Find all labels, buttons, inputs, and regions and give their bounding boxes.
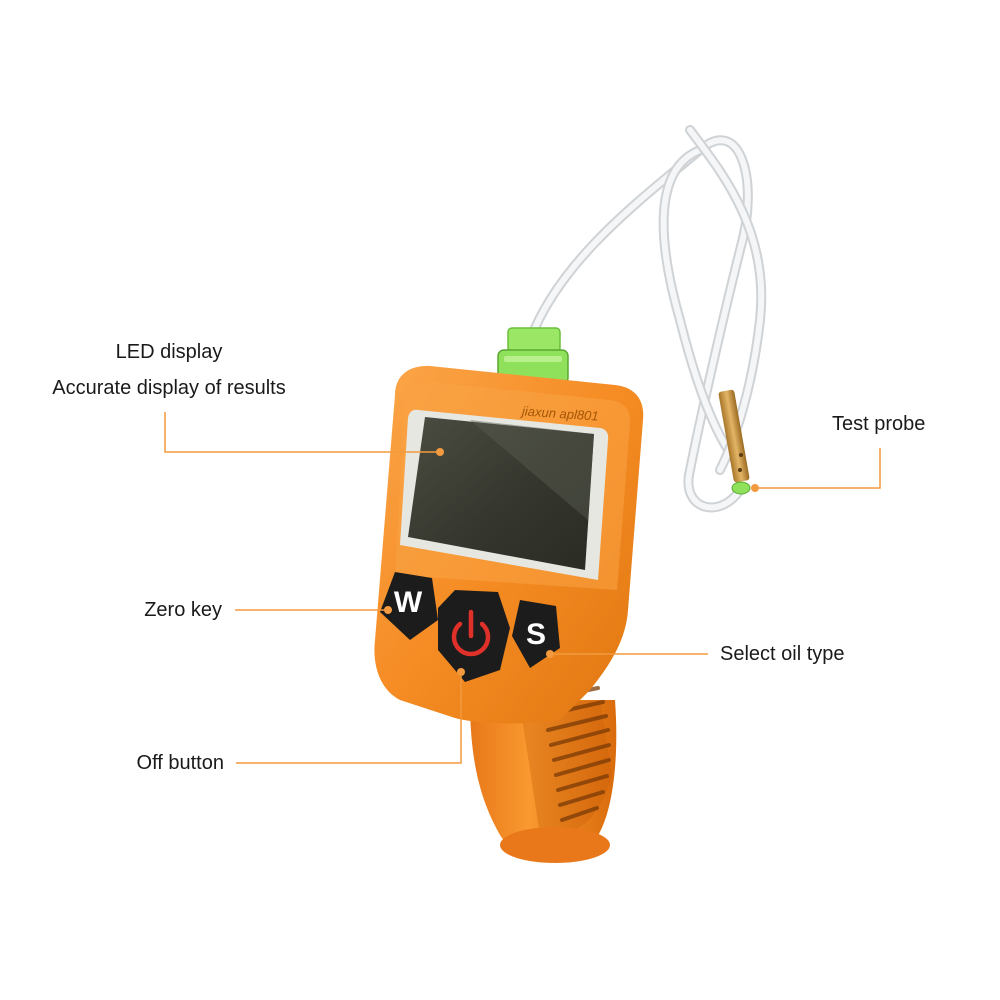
off-button-callout-line <box>236 672 462 764</box>
off-button-callout-dot <box>457 668 465 676</box>
power-icon <box>451 609 491 657</box>
w-key-label: W <box>394 586 423 619</box>
led-display-callout-dot <box>436 448 444 456</box>
callout-dots <box>384 448 759 676</box>
led-display-callout-line <box>164 412 440 453</box>
test-probe-callout-line <box>755 448 881 489</box>
test-probe <box>718 389 751 495</box>
zero-key-button[interactable]: W <box>380 572 438 640</box>
brand-text: jiaxun apl801 <box>520 403 599 423</box>
led-display-label: LED display <box>115 341 223 363</box>
s-key-label: S <box>526 618 546 651</box>
zero-key-callout-dot <box>384 606 392 614</box>
off-button[interactable] <box>438 590 510 682</box>
led-display-description: Accurate display of results <box>52 377 286 399</box>
cable <box>525 125 767 513</box>
select-oil-type-label: Select oil type <box>720 643 845 665</box>
test-probe-callout-dot <box>751 484 759 492</box>
led-screen <box>400 409 609 580</box>
off-button-label: Off button <box>136 752 224 774</box>
test-probe-label: Test probe <box>832 413 926 435</box>
zero-key-label: Zero key <box>144 599 222 621</box>
select-oil-type-callout-dot <box>546 650 554 658</box>
callout-lines <box>164 412 881 764</box>
